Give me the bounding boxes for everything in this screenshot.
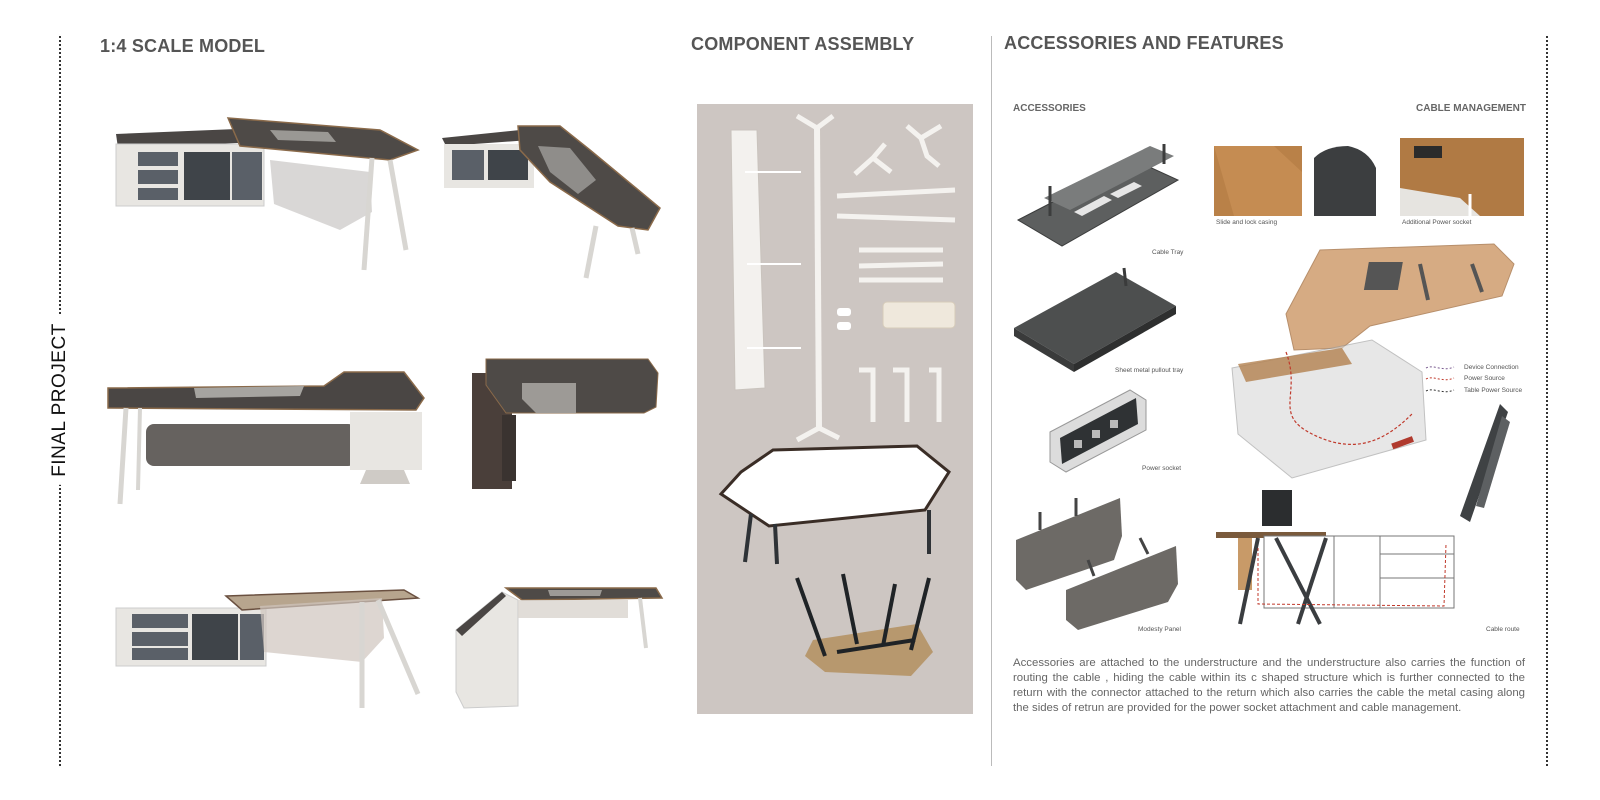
cable-channel-leg-image (1460, 404, 1510, 522)
legend-table-power-source: Table Power Source (1464, 387, 1523, 394)
scale-model-photo-6 (455, 587, 664, 709)
slide-lock-casing-image (1214, 146, 1376, 216)
accessories-subtitle: ACCESSORIES (1013, 103, 1086, 114)
final-project-label: FINAL PROJECT (49, 315, 71, 485)
accessories-features-title: ACCESSORIES AND FEATURES (1004, 33, 1284, 53)
additional-socket-caption: Additional Power socket (1402, 219, 1472, 226)
cable-route-caption: Cable route (1486, 626, 1520, 633)
cable-tray-caption: Cable Tray (1152, 249, 1184, 256)
power-socket-caption: Power socket (1142, 465, 1182, 472)
scale-model-photo-5 (115, 589, 421, 708)
additional-power-socket-image (1400, 138, 1524, 216)
section-divider (991, 36, 992, 766)
scale-model-photo-1 (115, 117, 420, 271)
legend-device-connection: Device Connection (1464, 364, 1519, 371)
legend-lines (1425, 366, 1455, 393)
pullout-tray-image (1014, 267, 1176, 372)
cable-management-subtitle: CABLE MANAGEMENT (1416, 103, 1526, 114)
accessories-description: Accessories are attached to the understr… (1013, 657, 1525, 714)
slide-lock-caption: Slide and lock casing (1216, 219, 1278, 226)
modesty-panel-caption: Modesty Panel (1138, 626, 1181, 633)
scale-model-title: 1:4 SCALE MODEL (100, 36, 266, 56)
assembly-exploded-parts (718, 113, 956, 676)
legend-power-source: Power Source (1464, 375, 1505, 382)
component-assembly-title: COMPONENT ASSEMBLY (691, 34, 915, 54)
cable-route-image (1216, 490, 1455, 625)
power-socket-image (1049, 389, 1147, 473)
pullout-tray-caption: Sheet metal pullout tray (1115, 367, 1184, 374)
right-dotted-border (1546, 36, 1548, 766)
cable-tray-image (1016, 144, 1180, 247)
scale-model-photo-2 (442, 125, 661, 279)
scale-model-photo-4 (472, 358, 659, 489)
modesty-panel-image (1016, 498, 1178, 630)
cable-management-render (1231, 243, 1515, 479)
scale-model-photo-3 (107, 371, 425, 505)
